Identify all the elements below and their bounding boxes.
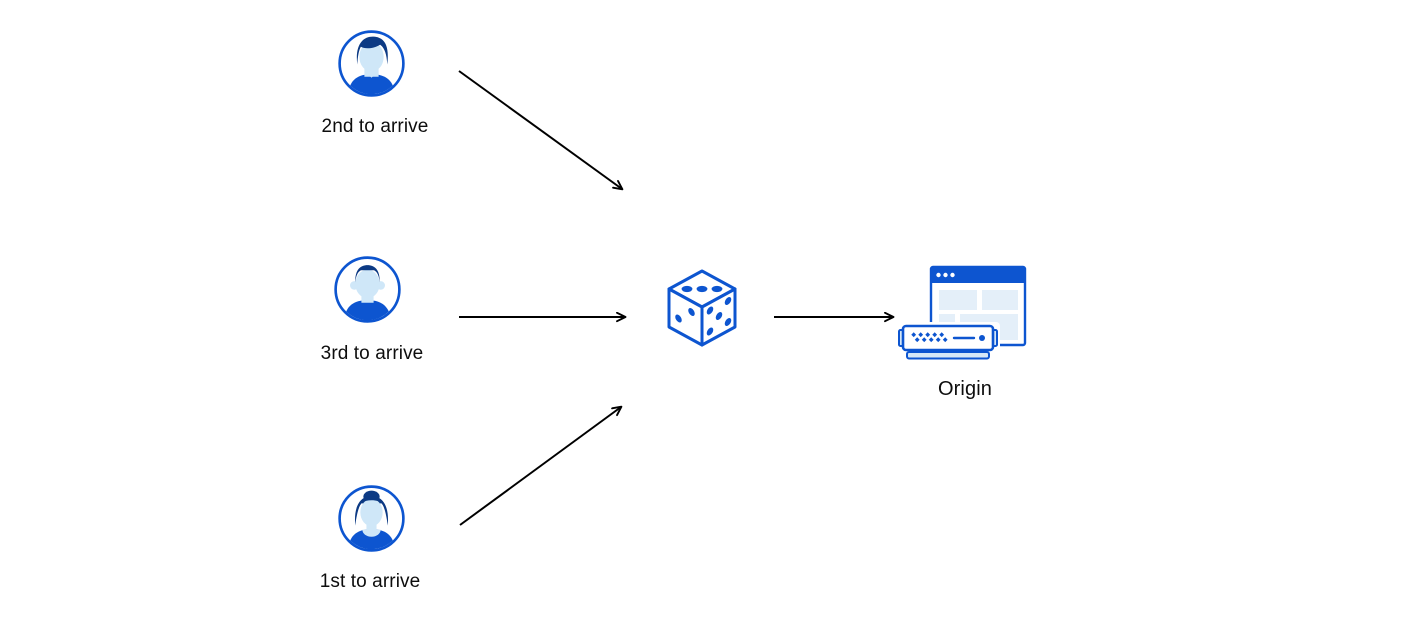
client-label-2nd: 2nd to arrive [321, 116, 429, 137]
dice-node [666, 268, 738, 348]
client-label-3rd: 3rd to arrive [320, 343, 424, 364]
arrow-client-2nd-to-dice [458, 70, 622, 189]
client-node-3rd [334, 256, 401, 323]
female-avatar-icon [338, 485, 405, 552]
origin-label: Origin [938, 378, 992, 400]
arrow-client-1st-to-dice [459, 407, 621, 526]
client-label-1st: 1st to arrive [319, 571, 421, 592]
origin-server-icon [897, 265, 1027, 360]
male-avatar-icon [338, 30, 405, 97]
dice-icon [667, 269, 737, 347]
client-node-2nd [338, 30, 405, 97]
client-node-1st [338, 485, 405, 552]
male-avatar-2-icon [334, 256, 401, 323]
origin-node [896, 262, 1028, 366]
